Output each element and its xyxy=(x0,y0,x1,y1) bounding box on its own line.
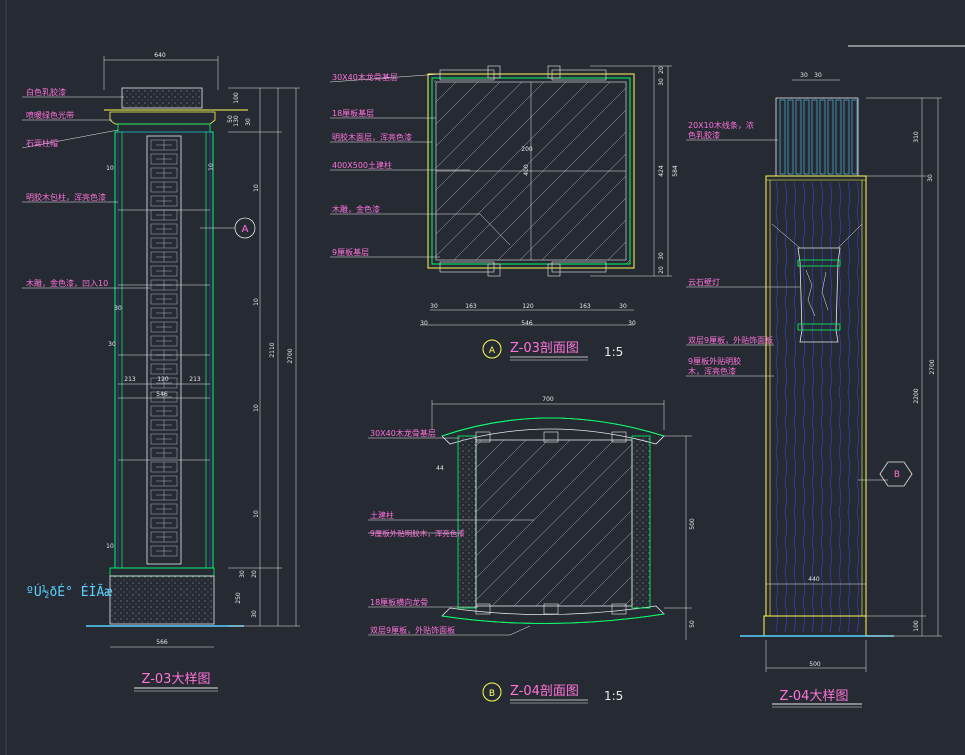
z03s-label-3: 明胶木面层，浑亮色漆 xyxy=(332,132,412,142)
z03-right-dim: 10 xyxy=(253,184,260,192)
z04s-label-3: 9厘板外贴明胶木，浑亮色漆 xyxy=(370,528,465,538)
z04s-right-dim-2: 50 xyxy=(689,620,696,628)
z03s-label-5: 木雕，金色漆 xyxy=(332,204,380,214)
z03-inner-dim-3: 213 xyxy=(189,376,201,383)
z03s-label-1: 30X40木龙骨基层 xyxy=(332,72,398,82)
z03-right-dim: 100 xyxy=(233,92,240,104)
z03-section: 30X40木龙骨基层 18厘板基层 明胶木面层，浑亮色漆 400X500土建柱 … xyxy=(329,65,679,361)
z03s-label-4: 400X500土建柱 xyxy=(332,160,392,170)
z04-label-1a: 20X10木线条，浓 xyxy=(688,120,754,130)
z03-elevation: A 640 566 213 120 213 546 10 10 30 30 10… xyxy=(21,52,300,692)
z04s-label-4: 18厘板横向龙骨 xyxy=(370,597,428,607)
z03-right-dim: 130 xyxy=(233,115,240,127)
z04s-label-1: 30X40木龙骨基层 xyxy=(370,428,436,438)
z03s-right-dim: 20 xyxy=(658,266,665,274)
z03-side-1: 10 xyxy=(106,165,114,172)
z03-label-3: 石膏柱帽 xyxy=(26,138,58,148)
z04s-label-5: 双层9厘板，外贴饰面板 xyxy=(370,625,455,635)
z03-right-dim: 30 xyxy=(251,610,258,618)
z04-top-dim-2: 30 xyxy=(814,72,822,79)
z03-label-5: 木雕，金色漆，凹入10 xyxy=(26,278,108,288)
z03-title: Z-03大样图 xyxy=(142,672,211,687)
z03-right-dim: 30 xyxy=(245,118,252,126)
marker-b-right: B xyxy=(894,470,900,480)
z03-garbled-text: ºÚ½ðÉ° ÉÌÃæ xyxy=(26,584,112,600)
z04s-title: Z-04剖面图 xyxy=(510,684,579,699)
z04s-label-2: 土建柱 xyxy=(370,510,394,520)
z04-label-3: 双层9厘板，外贴饰面板 xyxy=(688,335,773,345)
z03-right-dim: 10 xyxy=(253,298,260,306)
z03s-bottom-side-1: 30 xyxy=(420,320,428,327)
z03s-right-dim: 20 xyxy=(658,66,665,74)
z03-right-dim: 20 xyxy=(251,570,258,578)
z04-top-dim-1: 30 xyxy=(800,72,808,79)
z03-inner-total: 546 xyxy=(156,391,168,398)
marker-a: A xyxy=(489,346,496,356)
z04-right-dim: 2200 xyxy=(913,388,920,403)
z03-label-1: 白色乳胶漆 xyxy=(26,87,66,97)
z03s-title: Z-03剖面图 xyxy=(510,341,579,356)
z04-right-dim: 100 xyxy=(913,620,920,632)
z04-section: 30X40木龙骨基层 土建柱 9厘板外贴明胶木，浑亮色漆 18厘板横向龙骨 双层… xyxy=(368,396,696,704)
z04-label-1b: 色乳胶漆 xyxy=(688,130,720,140)
z04-right-dim: 2700 xyxy=(929,359,936,374)
z03-inner-dim-2: 120 xyxy=(157,376,169,383)
z04-right-dim: 30 xyxy=(927,174,934,182)
marker-a-left: A xyxy=(242,224,249,235)
z03-right-dim: 250 xyxy=(235,592,242,604)
z03-inner-dim-1: 213 xyxy=(124,376,136,383)
z03-right-dim: 50 xyxy=(227,115,234,123)
z04s-right-dim-1: 500 xyxy=(689,518,696,530)
z03s-right-dim: 584 xyxy=(672,165,679,177)
z03s-bottom-dim: 30 xyxy=(619,303,627,310)
z03-right-dim: 10 xyxy=(253,404,260,412)
z04-label-4b: 木，浑亮色漆 xyxy=(688,366,736,376)
z04-title: Z-04大样图 xyxy=(780,689,849,704)
z03s-bottom-dim: 120 xyxy=(522,303,534,310)
z03s-bottom-dim: 163 xyxy=(579,303,591,310)
z04-elevation: B 30 30 440 500 310 30 2200 2700 100 20X10木线… xyxy=(686,72,942,708)
z03s-right-dim: 424 xyxy=(658,165,665,177)
z03s-bottom-side-2: 30 xyxy=(628,320,636,327)
z04-label-4a: 9厘板外贴明胶 xyxy=(688,356,741,366)
z03s-inner-dim-1: 200 xyxy=(521,146,533,153)
z03-right-dim: 10 xyxy=(208,163,215,171)
z03s-bottom-total: 546 xyxy=(521,320,533,327)
z03s-right-dim: 30 xyxy=(658,252,665,260)
z03s-label-2: 18厘板基层 xyxy=(332,108,374,118)
z04-label-2: 云石壁灯 xyxy=(688,277,720,287)
z03s-bottom-dim: 30 xyxy=(430,303,438,310)
z03s-bottom-dim: 163 xyxy=(465,303,477,310)
z03-side-3: 30 xyxy=(114,305,122,312)
z04-right-dim: 310 xyxy=(913,131,920,143)
z03-right-dim: 10 xyxy=(253,510,260,518)
z04s-top-dim: 700 xyxy=(542,396,554,403)
z04-width-dim: 440 xyxy=(808,576,820,583)
z03-top-dim: 640 xyxy=(154,52,166,59)
z04-bottom-dim: 500 xyxy=(809,661,821,668)
z03-label-4: 明胶木包柱，浑亮色漆 xyxy=(26,192,106,202)
z03-bottom-dim: 566 xyxy=(156,639,168,646)
marker-b: B xyxy=(489,689,495,699)
z03s-inner-dim-2: 400 xyxy=(523,164,530,176)
z03-right-dim: 30 xyxy=(239,570,246,578)
z03s-right-dim: 30 xyxy=(658,78,665,86)
z03-side-4: 30 xyxy=(108,341,116,348)
z03-right-dim: 2700 xyxy=(287,348,294,363)
z04s-scale: 1:5 xyxy=(604,689,623,703)
z03-side-2: 10 xyxy=(106,543,114,550)
z04s-left-dim: 44 xyxy=(436,465,444,472)
z03s-scale: 1:5 xyxy=(604,345,623,359)
z03-label-2: 喷暖绿色光带 xyxy=(26,110,74,120)
z03-right-dim: 2110 xyxy=(269,342,276,357)
z03s-label-6: 9厘板基层 xyxy=(332,247,369,257)
